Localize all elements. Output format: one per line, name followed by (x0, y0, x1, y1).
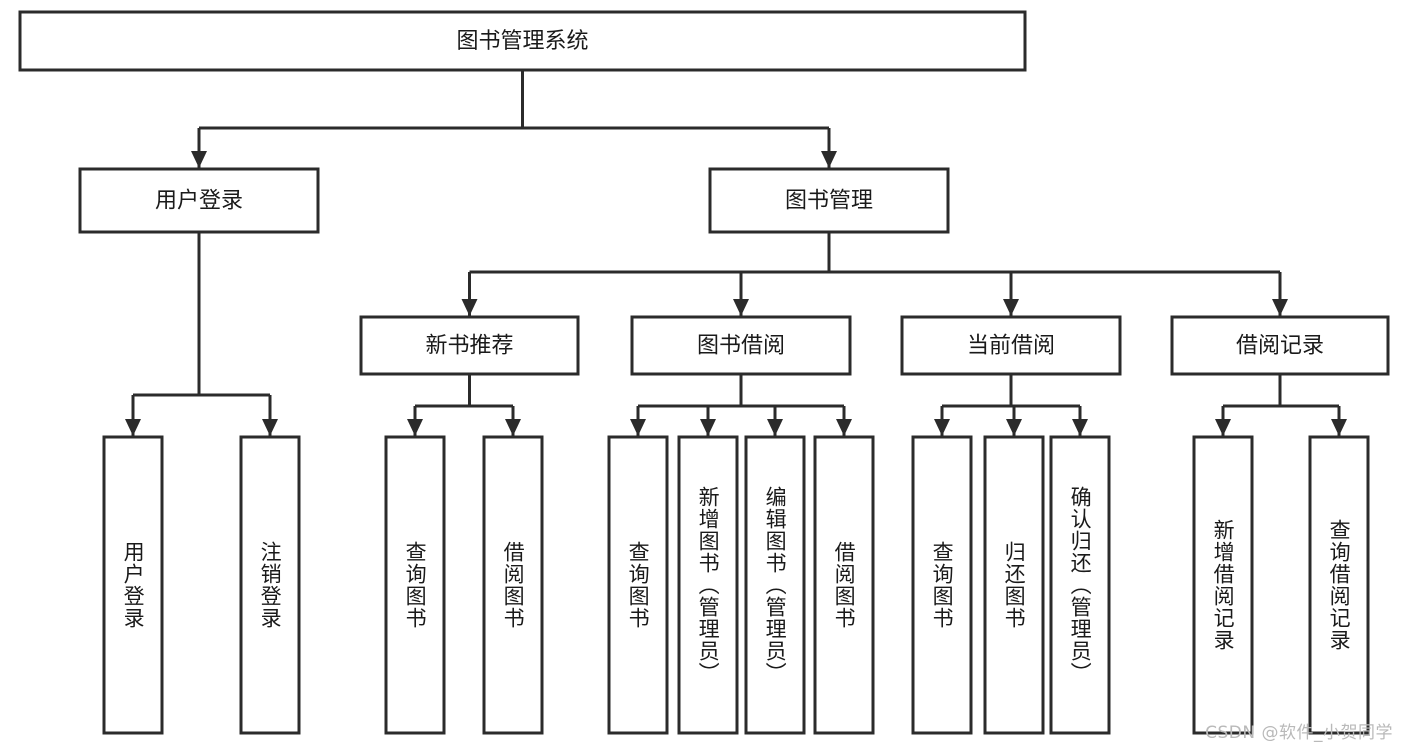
arrow-head-icon-new-book-recommend (461, 299, 478, 316)
node-box-user-login-do[interactable] (102, 435, 164, 735)
arrow-head-icon-borrow-edit-book (767, 419, 783, 436)
arrow-head-icon-current-borrow (1003, 299, 1019, 316)
node-box-record-add[interactable] (1192, 435, 1254, 735)
node-box-new-book-recommend[interactable] (359, 315, 580, 376)
arrow-head-icon-recommend-borrow-book (505, 419, 521, 436)
node-box-user-login[interactable] (78, 167, 320, 234)
node-label-book-borrow: 图书借阅 (697, 334, 785, 359)
node-box-borrow-borrow-book[interactable] (813, 435, 875, 735)
arrow-head-icon-borrow-borrow-book (836, 419, 852, 436)
node-label-borrow-record: 借阅记录 (1236, 334, 1324, 359)
arrow-head-icon-book-borrow (733, 299, 749, 316)
node-box-book-manage[interactable] (708, 167, 950, 234)
node-box-current-return-book[interactable] (983, 435, 1045, 735)
arrow-head-icon-borrow-query-book (630, 419, 646, 436)
node-box-borrow-add-book[interactable] (677, 435, 739, 735)
node-box-user-logout[interactable] (239, 435, 301, 735)
arrow-head-icon-user-login (191, 151, 207, 168)
node-box-book-borrow[interactable] (630, 315, 852, 376)
arrow-head-icon-borrow-record (1272, 299, 1288, 316)
node-box-recommend-borrow-book[interactable] (482, 435, 544, 735)
node-box-current-borrow[interactable] (900, 315, 1122, 376)
arrow-head-icon-book-manage (821, 151, 837, 168)
csdn-watermark: CSDN @软件_小贺同学 (1205, 723, 1393, 743)
node-box-borrow-record[interactable] (1170, 315, 1390, 376)
arrow-head-icon-user-logout (262, 419, 278, 436)
box-layer (18, 10, 1390, 735)
arrow-head-icon-recommend-query-book (407, 419, 423, 436)
node-box-borrow-query-book[interactable] (607, 435, 669, 735)
arrow-head-icon-record-query (1331, 419, 1347, 436)
node-box-recommend-query-book[interactable] (384, 435, 446, 735)
node-label-user-login: 用户登录 (155, 189, 243, 214)
node-label-root: 图书管理系统 (456, 29, 588, 54)
node-box-record-query[interactable] (1308, 435, 1370, 735)
connector-layer (125, 70, 1347, 436)
arrow-head-icon-current-return-book (1006, 419, 1022, 436)
node-label-book-manage: 图书管理 (785, 189, 873, 214)
arrow-head-icon-current-confirm-return (1072, 419, 1088, 436)
arrow-head-icon-current-query-book (934, 419, 950, 436)
node-label-current-borrow: 当前借阅 (967, 334, 1055, 359)
arrow-head-icon-user-login-do (125, 419, 141, 436)
node-box-borrow-edit-book[interactable] (744, 435, 806, 735)
arrow-head-icon-record-add (1215, 419, 1231, 436)
arrow-head-icon-borrow-add-book (700, 419, 716, 436)
node-box-current-confirm-return[interactable] (1049, 435, 1111, 735)
node-box-root[interactable] (18, 10, 1027, 72)
node-box-current-query-book[interactable] (911, 435, 973, 735)
node-label-new-book-recommend: 新书推荐 (425, 334, 513, 359)
